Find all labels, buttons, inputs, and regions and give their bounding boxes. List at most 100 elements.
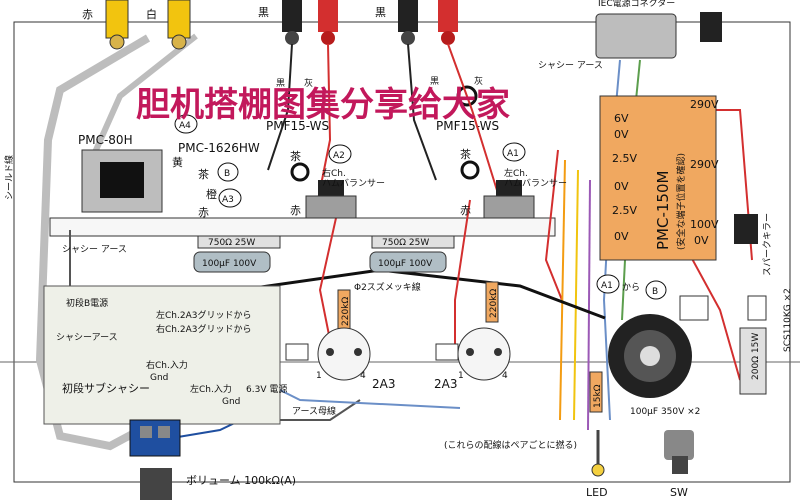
chassis-earth-box-label: シャシーアース — [56, 333, 118, 343]
chassis-earth-top-label: シャシー アース — [538, 61, 603, 71]
pmc150m-v100: 100V — [690, 218, 719, 231]
tube1-pin4: 4 — [360, 371, 366, 381]
capacitor-100-left — [193, 251, 271, 273]
resistor-220k-2 — [485, 281, 499, 323]
color-orange: 橙 — [206, 187, 217, 201]
wire-note: Φ2スズメッキ線 — [354, 281, 421, 293]
sub-chassis-box — [43, 285, 281, 425]
speaker-terminal-red-2 — [438, 0, 458, 45]
pmc150m-v290a: 290V — [690, 98, 719, 111]
tube1-pin1: 1 — [316, 371, 322, 381]
color-brown: 茶 — [198, 168, 209, 181]
pmc150m-v25a: 2.5V — [612, 152, 637, 165]
hum-balancer-right — [290, 162, 357, 219]
power-63-label: 6.3V 電源 — [246, 384, 287, 395]
hum-left-line1: 左Ch. — [504, 167, 528, 179]
marker-a4-label: A4 — [179, 121, 191, 131]
cap-350-label: 100μF 350V ×2 — [630, 407, 700, 417]
pmc150m-v0d: 0V — [694, 234, 709, 247]
marker-a2 — [328, 144, 352, 164]
pair-note: (これらの配線はペアごとに撚る) — [444, 439, 577, 451]
marker-a2-label: A2 — [333, 151, 345, 161]
cap-100-right-label: 100μF 100V — [378, 259, 433, 269]
hum-right-red: 赤 — [290, 204, 301, 217]
hum-right-line1: 右Ch. — [322, 167, 346, 179]
tube-socket-left — [285, 327, 371, 381]
pmc150m-sub: (安全な端子位置を確認) — [675, 153, 687, 250]
component-rail — [49, 217, 556, 237]
pmc-80h-transformer — [81, 149, 163, 213]
marker-b2-label: B — [652, 287, 658, 297]
pmc150m-v0b: 0V — [614, 180, 629, 193]
marker-kara-label: から — [622, 282, 640, 293]
marker-b-label: B — [224, 169, 230, 179]
gnd2-label: Gnd — [222, 397, 240, 407]
marker-b2 — [645, 280, 667, 300]
tube-socket-right — [435, 327, 511, 381]
marker-a1-kara-label: A1 — [601, 281, 613, 291]
speaker-terminal-black-1 — [282, 0, 302, 45]
speaker-terminal-red-1 — [318, 0, 338, 45]
marker-a4 — [174, 114, 198, 134]
shield-wire-label: シールド線 — [3, 155, 15, 200]
tube2-pin4: 4 — [502, 371, 508, 381]
hum-left-line2: ハムバランサー — [504, 178, 567, 189]
terminal-red — [105, 0, 129, 50]
terminal-red-label: 赤 — [82, 8, 93, 21]
led-label: LED — [586, 486, 608, 499]
spark-killer — [734, 214, 758, 244]
chassis-earth-left-label: シャシー アース — [62, 245, 127, 255]
terminal-black1-label: 黒 — [258, 6, 269, 19]
pmc1626-label: PMC-1626HW — [178, 141, 260, 155]
marker-a1-kara — [596, 274, 620, 294]
hum-right-color: 茶 — [290, 150, 301, 163]
volume-label: ボリューム 100kΩ(A) — [186, 474, 296, 487]
pmf15-left-gray: 灰 — [304, 77, 313, 89]
resistor-200 — [739, 327, 767, 395]
pmc-150m-transformer — [599, 95, 717, 261]
left-input-label: 左Ch.入力 — [190, 383, 232, 395]
overlay-title: 胆机搭棚图集分享给大家 — [136, 85, 510, 125]
power-switch — [664, 430, 694, 474]
b-supply-label: 初段B電源 — [66, 297, 108, 309]
hum-right-line2: ハムバランサー — [322, 178, 385, 189]
pmf15-right-label: PMF15-WS — [436, 119, 499, 133]
grid-left-label: 左Ch.2A3グリッドから — [156, 309, 251, 321]
res-220k-1-label: 220kΩ — [341, 297, 351, 326]
pmc150m-v290b: 290V — [690, 158, 719, 171]
pmc150m-v0c: 0V — [614, 230, 629, 243]
marker-a3 — [218, 188, 242, 208]
hum-balancer-left — [460, 160, 535, 219]
res-750-right-label: 750Ω 25W — [382, 238, 429, 248]
color-yellow: 黄 — [172, 155, 183, 169]
pmc150m-name: PMC-150M — [654, 171, 672, 250]
cap-100-left-label: 100μF 100V — [202, 259, 257, 269]
resistor-750-right — [371, 235, 455, 249]
pmf15-right-black: 黒 — [430, 76, 439, 87]
ferrite-ring — [456, 85, 478, 107]
res-200-label: 200Ω 15W — [751, 333, 761, 380]
res-750-left-label: 750Ω 25W — [208, 238, 255, 248]
gnd1-label: Gnd — [150, 373, 168, 383]
res-15k-label: 15kΩ — [593, 384, 603, 408]
marker-a3-label: A3 — [222, 195, 234, 205]
diode-block — [679, 295, 767, 321]
iec-label: IEC電源コネクター — [598, 0, 675, 9]
tube2-pin1: 1 — [458, 371, 464, 381]
led — [591, 430, 605, 477]
tube1-label: 2A3 — [372, 377, 395, 391]
resistor-750-left — [197, 235, 281, 249]
grid-right-label: 右Ch.2A3グリッドから — [156, 323, 251, 335]
marker-a1 — [502, 142, 526, 162]
right-input-label: 右Ch.入力 — [146, 359, 188, 371]
resistor-15k — [589, 371, 603, 413]
pmf15-left-black: 黒 — [276, 78, 285, 89]
terminal-black2-label: 黒 — [375, 6, 386, 19]
marker-a1-label: A1 — [507, 149, 519, 159]
capacitor-100-right — [369, 251, 447, 273]
pmf15-right-gray: 灰 — [474, 75, 483, 87]
iec-power-connector — [595, 12, 722, 59]
terminal-white — [167, 0, 191, 50]
shield-cable — [35, 34, 151, 451]
shield-cable-2 — [85, 33, 198, 170]
